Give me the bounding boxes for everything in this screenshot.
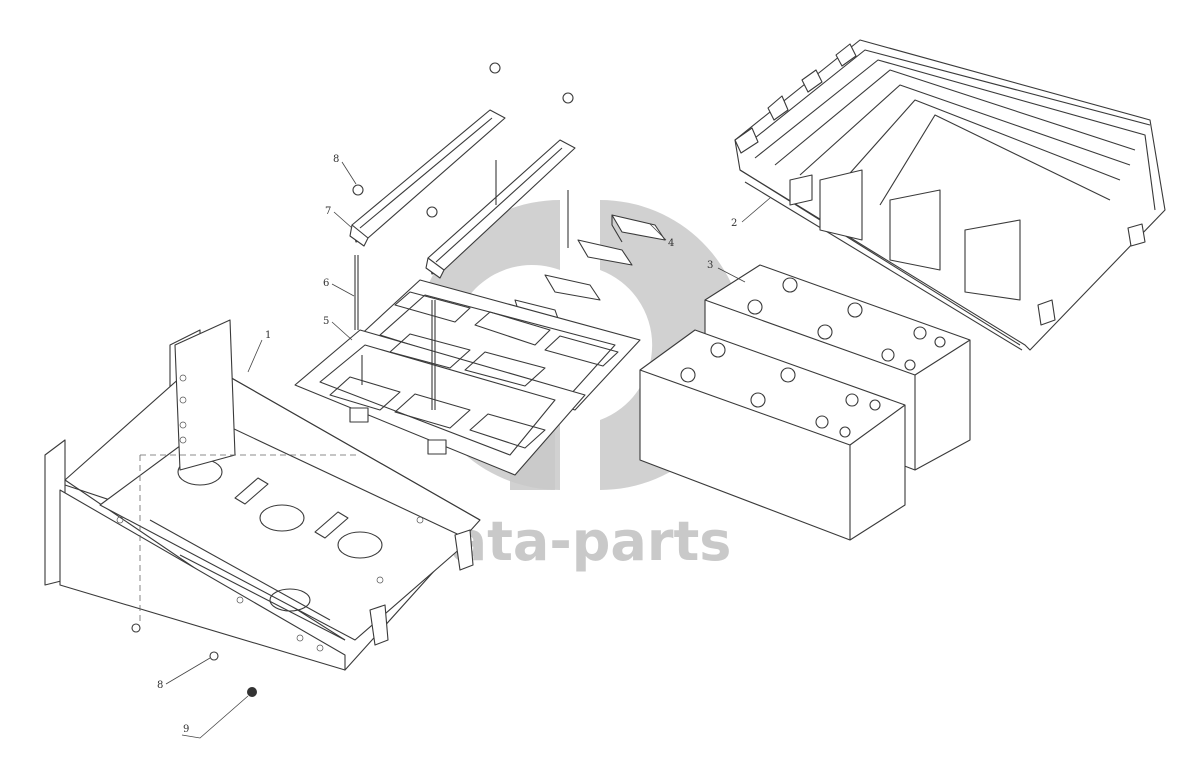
callout-9: 9 [183,724,189,735]
battery-tray-frame [294,279,641,476]
callout-3: 3 [707,260,713,271]
callout-7: 7 [325,206,331,217]
battery-front [639,329,906,541]
callout-4: 4 [668,238,674,249]
clamp-bar-right [425,139,576,279]
callout-8-top: 8 [333,154,339,165]
battery-carrier [44,319,481,671]
battery-cover [734,39,1166,351]
nuts [131,62,574,697]
callout-2: 2 [731,218,737,229]
callouts: 1 2 3 4 5 6 7 8 8 9 [157,154,771,739]
callout-1: 1 [265,330,271,341]
callout-6: 6 [323,278,329,289]
callout-5: 5 [323,316,329,327]
tie-rods [354,160,569,410]
clamp-bar-left [349,109,506,247]
callout-8-bottom: 8 [157,680,163,691]
